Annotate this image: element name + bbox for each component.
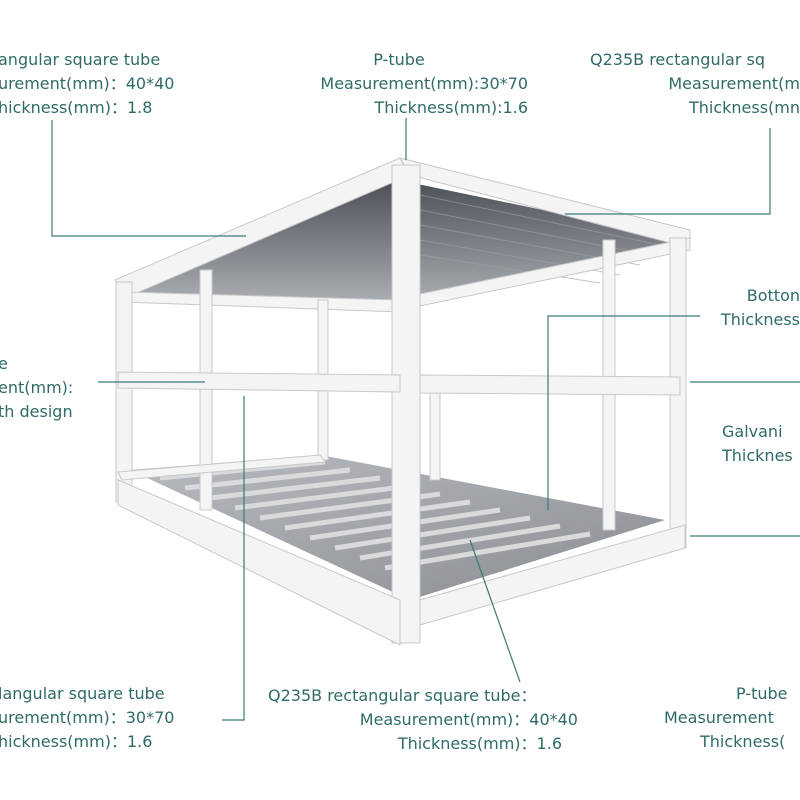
label-bottom-left-line2: urement(mm)：30*70: [0, 708, 175, 727]
label-top-right-line1: Q235B rectangular sq: [590, 50, 765, 69]
label-right-bottom: Botton Thickness: [700, 284, 800, 332]
label-top-left-line2: urement(mm)：40*40: [0, 74, 175, 93]
label-mid-left-line1: e: [0, 354, 8, 373]
frame-members: [114, 157, 691, 646]
label-right-galv-line2: Thicknes: [722, 446, 793, 465]
label-top-left-line1: angular square tube: [0, 50, 161, 69]
label-bottom-center-line3: Thickness(mm)：1.6: [397, 734, 562, 753]
label-bottom-center-line2: Measurement(mm)：40*40: [359, 710, 578, 729]
leader-lines: [51, 118, 800, 721]
label-top-right: Q235B rectangular sq Measurement(m Thick…: [590, 48, 800, 120]
label-bottom-left: langular square tube urement(mm)：30*70 h…: [0, 682, 174, 754]
label-top-center-line3: Thickness(mm):1.6: [374, 98, 528, 117]
label-top-center-line2: Measurement(mm):30*70: [320, 74, 528, 93]
label-top-left-line3: hickness(mm)：1.8: [0, 98, 153, 117]
label-bottom-center-line1: Q235B rectangular square tube：: [268, 686, 537, 705]
label-bottom-left-line3: hickness(mm)：1.6: [0, 732, 153, 751]
leader-right-bottom: [547, 315, 700, 510]
label-bottom-right-line2: Measurement: [664, 708, 774, 727]
label-right-bottom-line2: Thickness: [720, 310, 800, 329]
label-bottom-left-line1: langular square tube: [0, 684, 165, 703]
label-bottom-right: P-tube Measurement Thickness(: [664, 682, 800, 754]
label-top-right-line3: Thickness(mn: [688, 98, 800, 117]
label-top-center-line1: P-tube: [373, 50, 425, 69]
label-right-galv: Galvani Thicknes: [722, 420, 800, 468]
label-top-center: P-tube Measurement(mm):30*70 Thickness(m…: [270, 48, 528, 120]
label-top-left: angular square tube urement(mm)：40*40 hi…: [0, 48, 174, 120]
leader-top-right: [565, 128, 771, 215]
leader-top-left: [51, 120, 246, 237]
label-mid-left-line3: th design: [0, 402, 73, 421]
label-bottom-right-line1: P-tube: [736, 684, 788, 703]
label-bottom-center: Q235B rectangular square tube： Measureme…: [268, 684, 598, 756]
label-bottom-right-line3: Thickness(: [700, 732, 786, 751]
leader-bottom-center: [469, 539, 521, 683]
label-top-right-line2: Measurement(m: [668, 74, 800, 93]
label-right-bottom-line1: Botton: [746, 286, 800, 305]
label-mid-left-line2: ent(mm):: [0, 378, 74, 397]
leader-bottom-left: [222, 396, 245, 721]
label-right-galv-line1: Galvani: [722, 422, 783, 441]
label-mid-left: e ent(mm): th design: [0, 352, 73, 424]
